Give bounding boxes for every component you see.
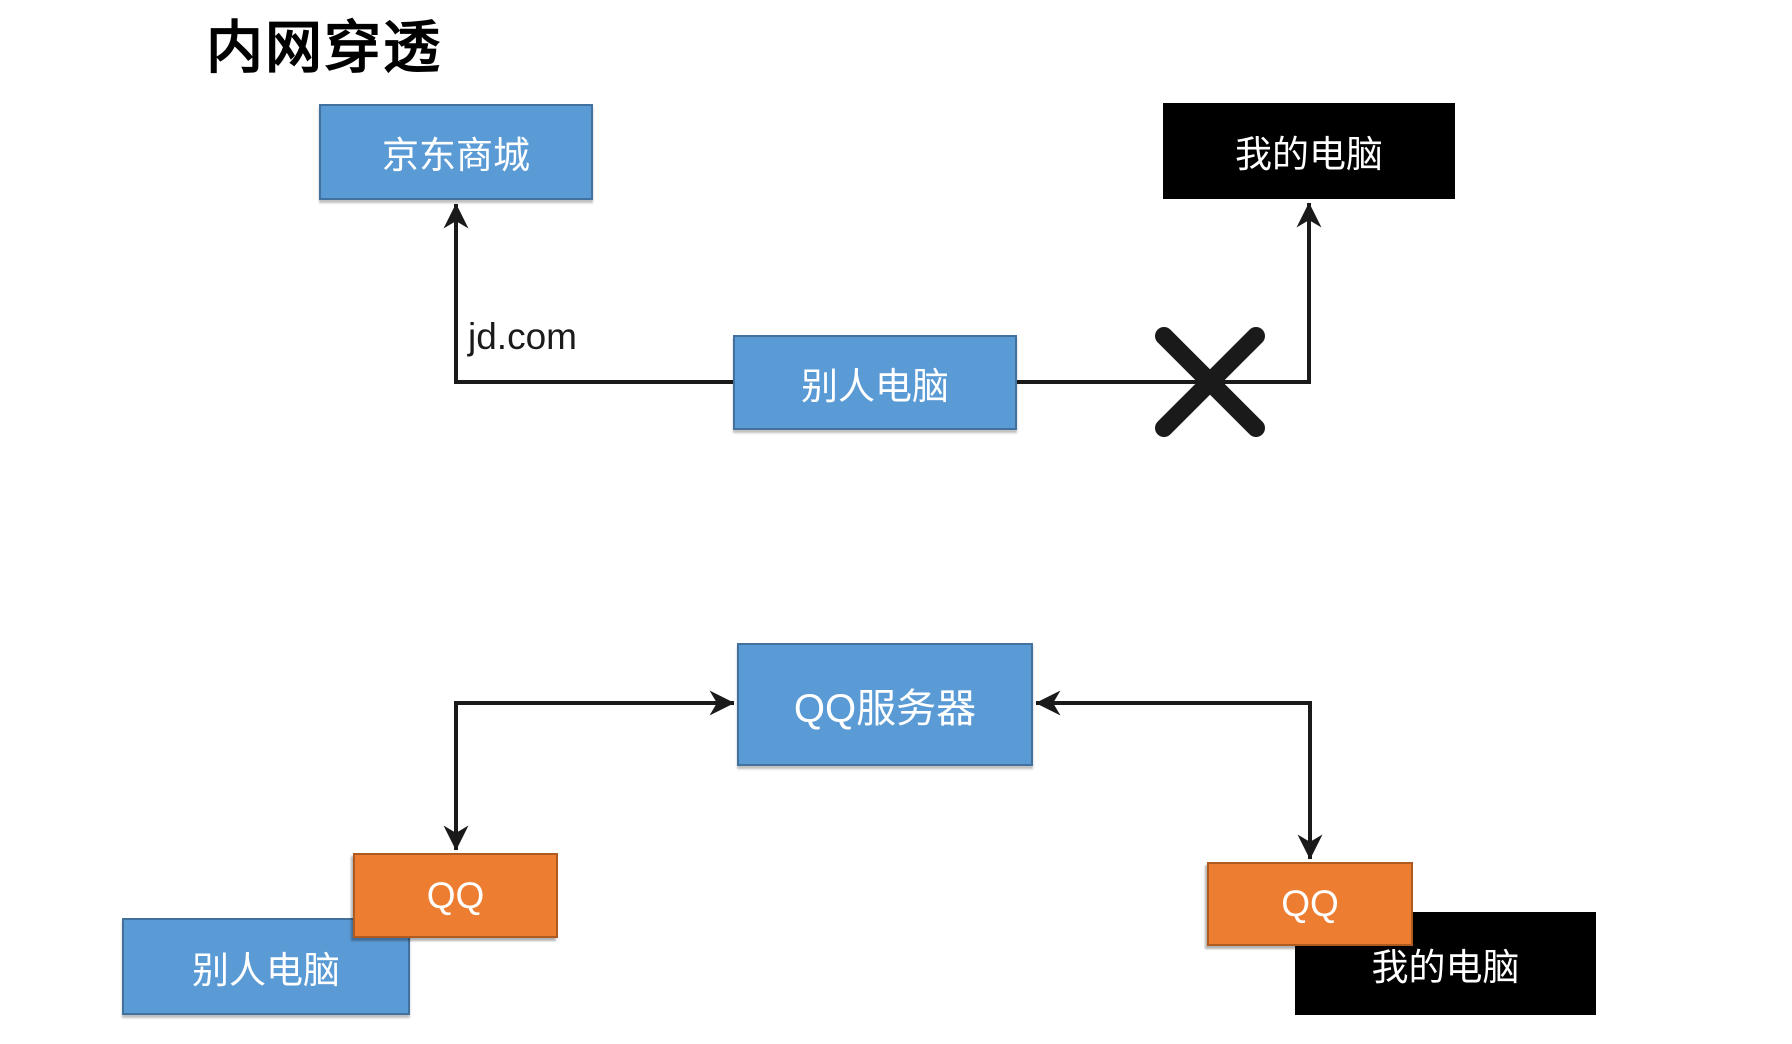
node-qq-server: QQ服务器	[737, 643, 1033, 766]
node-qq-client-left-label: QQ	[426, 874, 485, 916]
node-my-computer-bottom-label: 我的电脑	[1371, 946, 1520, 988]
node-jd-mall: 京东商城	[319, 104, 593, 200]
edge-label-jdcom: jd.com	[468, 316, 577, 357]
blocked-x-icon	[1155, 327, 1265, 437]
node-qq-client-right-label: QQ	[1281, 883, 1339, 924]
node-qq-client-left: QQ	[353, 853, 558, 938]
node-qq-server-label: QQ服务器	[793, 686, 977, 731]
node-my-computer-top: 我的电脑	[1163, 103, 1455, 199]
node-qq-client-right: QQ	[1207, 862, 1413, 946]
node-other-computer-bottom-label: 别人电脑	[192, 949, 340, 991]
page-title: 内网穿透	[206, 16, 442, 80]
connector-otherpc-to-jdmall	[443, 203, 733, 384]
node-jd-mall-label: 京东商城	[382, 135, 530, 176]
node-other-computer-top-label: 别人电脑	[801, 365, 949, 407]
connector-otherpc-to-mypc	[1017, 202, 1322, 384]
node-other-computer-top: 别人电脑	[733, 335, 1017, 430]
node-my-computer-top-label: 我的电脑	[1235, 134, 1383, 175]
node-other-computer-bottom: 别人电脑	[122, 918, 410, 1015]
